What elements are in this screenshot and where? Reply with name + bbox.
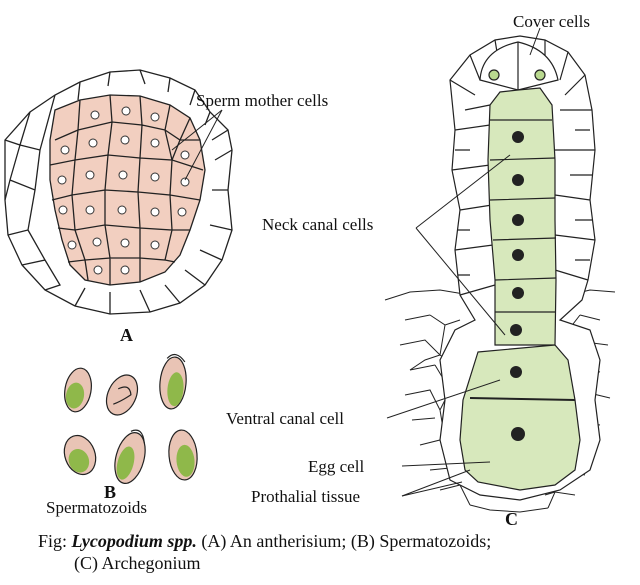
antheridium bbox=[4, 69, 233, 315]
caption-line-1: Fig: Lycopodium spp. (A) An antherisium;… bbox=[38, 530, 638, 552]
panel-letter-b: B bbox=[104, 482, 116, 502]
caption-line1-rest: (A) An antherisium; (B) Spermatozoids; bbox=[196, 531, 492, 551]
spermatozoids-label: Spermatozoids bbox=[46, 498, 147, 517]
sperm-mother-cells-leader bbox=[171, 109, 223, 181]
panel-letter-c: C bbox=[505, 509, 518, 529]
archegonium bbox=[384, 35, 616, 513]
caption-species: Lycopodium spp. bbox=[71, 531, 197, 551]
sperm-mother-cells-label: Sperm mother cells bbox=[196, 91, 328, 110]
figure-caption: Fig: Lycopodium spp. (A) An antherisium;… bbox=[38, 530, 638, 574]
prothalial-tissue-label: Prothalial tissue bbox=[251, 487, 360, 506]
cover-cells-label: Cover cells bbox=[513, 12, 590, 31]
caption-prefix: Fig: bbox=[38, 531, 72, 551]
spermatozoid bbox=[64, 367, 92, 413]
venter bbox=[459, 344, 581, 491]
archegonium-leaders bbox=[386, 27, 541, 497]
spermatozoids bbox=[63, 353, 198, 484]
neck-canal-cells-label: Neck canal cells bbox=[262, 215, 373, 234]
egg-cell-label: Egg cell bbox=[308, 457, 364, 476]
nuclei bbox=[510, 131, 525, 441]
spermatozoid bbox=[114, 429, 146, 484]
spermatozoid bbox=[168, 429, 198, 481]
panel-letter-a: A bbox=[120, 325, 133, 345]
spermatozoid bbox=[63, 434, 97, 476]
spermatozoid bbox=[159, 353, 187, 410]
ventral-canal-cell-label: Ventral canal cell bbox=[226, 409, 344, 428]
caption-line-2: (C) Archegonium bbox=[74, 553, 201, 573]
spermatozoid bbox=[105, 374, 139, 416]
